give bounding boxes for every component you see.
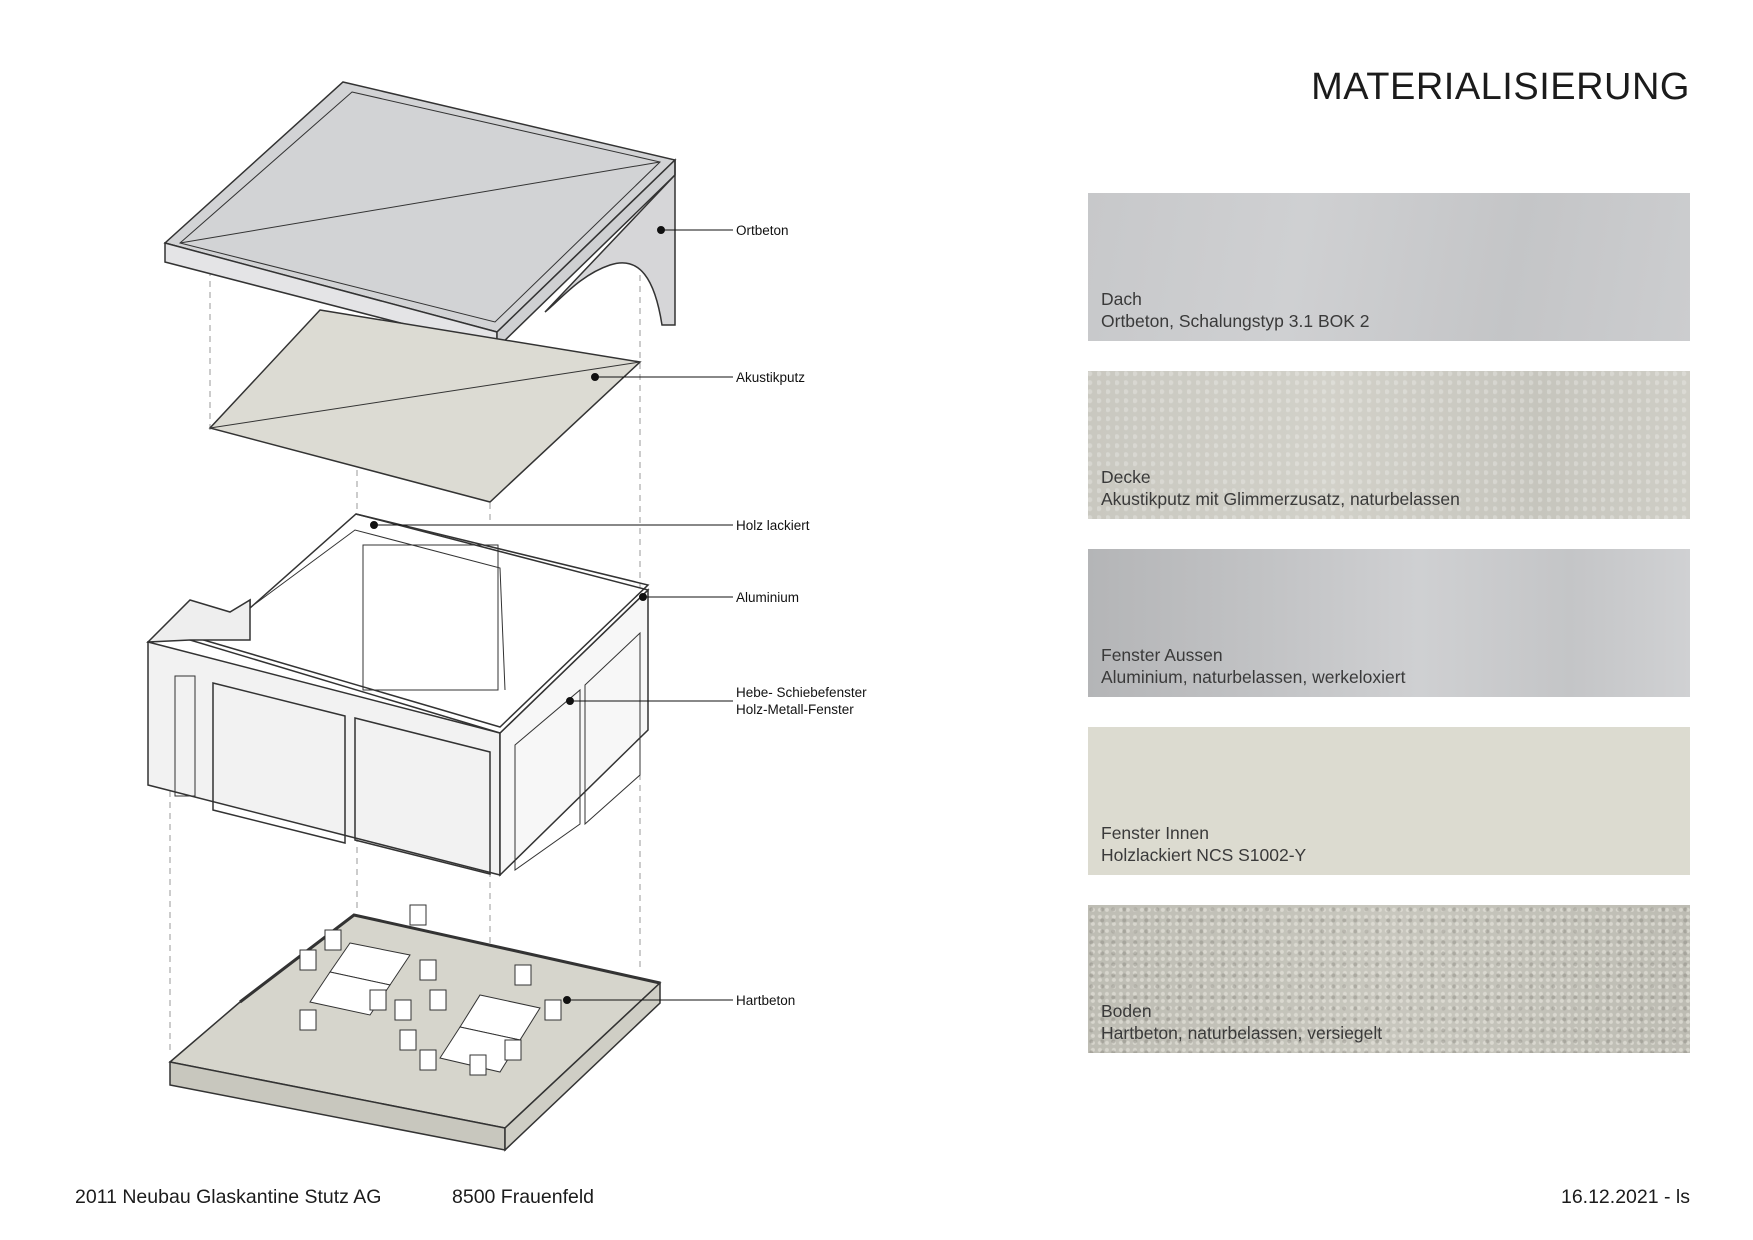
label-aluminium: Aluminium: [736, 590, 799, 605]
swatch-caption: Dach Ortbeton, Schalungstyp 3.1 BOK 2: [1101, 288, 1370, 332]
label-fenster-1: Hebe- Schiebefenster: [736, 685, 867, 700]
swatch-decke: Decke Akustikputz mit Glimmerzusatz, nat…: [1088, 371, 1690, 519]
page-title: MATERIALISIERUNG: [1311, 66, 1690, 108]
swatch-boden: Boden Hartbeton, naturbelassen, versiege…: [1088, 905, 1690, 1053]
swatch-name: Fenster Innen: [1101, 823, 1209, 843]
footer-location: 8500 Frauenfeld: [452, 1186, 595, 1208]
exploded-axonometric-drawing: Ortbeton Akustikputz Holz lackiert Alumi…: [146, 81, 867, 1152]
footer-date: 16.12.2021 - ls: [1560, 1186, 1690, 1208]
swatch-caption: Decke Akustikputz mit Glimmerzusatz, nat…: [1101, 466, 1460, 510]
swatch-desc: Akustikputz mit Glimmerzusatz, naturbela…: [1101, 489, 1460, 509]
label-hartbeton: Hartbeton: [736, 993, 795, 1008]
swatch-name: Dach: [1101, 289, 1142, 309]
callout-labels: Ortbeton Akustikputz Holz lackiert Alumi…: [736, 223, 867, 1008]
floor-slab: [168, 904, 662, 1152]
swatch-name: Fenster Aussen: [1101, 645, 1223, 665]
swatch-dach: Dach Ortbeton, Schalungstyp 3.1 BOK 2: [1088, 193, 1690, 341]
label-holz: Holz lackiert: [736, 518, 810, 533]
swatch-desc: Hartbeton, naturbelassen, versiegelt: [1101, 1023, 1383, 1043]
swatch-caption: Fenster Aussen Aluminium, naturbelassen,…: [1101, 644, 1405, 688]
window-box: [146, 513, 650, 877]
roof-slab: [163, 81, 677, 350]
swatch-name: Boden: [1101, 1001, 1152, 1021]
swatch-caption: Boden Hartbeton, naturbelassen, versiege…: [1101, 1000, 1382, 1044]
footer-project: 2011 Neubau Glaskantine Stutz AG: [75, 1186, 382, 1208]
swatch-caption: Fenster Innen Holzlackiert NCS S1002-Y: [1101, 822, 1306, 866]
swatch-desc: Holzlackiert NCS S1002-Y: [1101, 845, 1307, 865]
ceiling-plaster: [208, 309, 642, 503]
label-ortbeton: Ortbeton: [736, 223, 789, 238]
swatch-name: Decke: [1101, 467, 1151, 487]
swatch-desc: Aluminium, naturbelassen, werkeloxiert: [1101, 667, 1406, 687]
swatch-fenster-aussen: Fenster Aussen Aluminium, naturbelassen,…: [1088, 549, 1690, 697]
swatch-desc: Ortbeton, Schalungstyp 3.1 BOK 2: [1101, 311, 1370, 331]
label-fenster-2: Holz-Metall-Fenster: [736, 702, 854, 717]
swatch-fenster-innen: Fenster Innen Holzlackiert NCS S1002-Y: [1088, 727, 1690, 875]
leader-lines: [370, 226, 733, 1004]
label-akustikputz: Akustikputz: [736, 370, 805, 385]
